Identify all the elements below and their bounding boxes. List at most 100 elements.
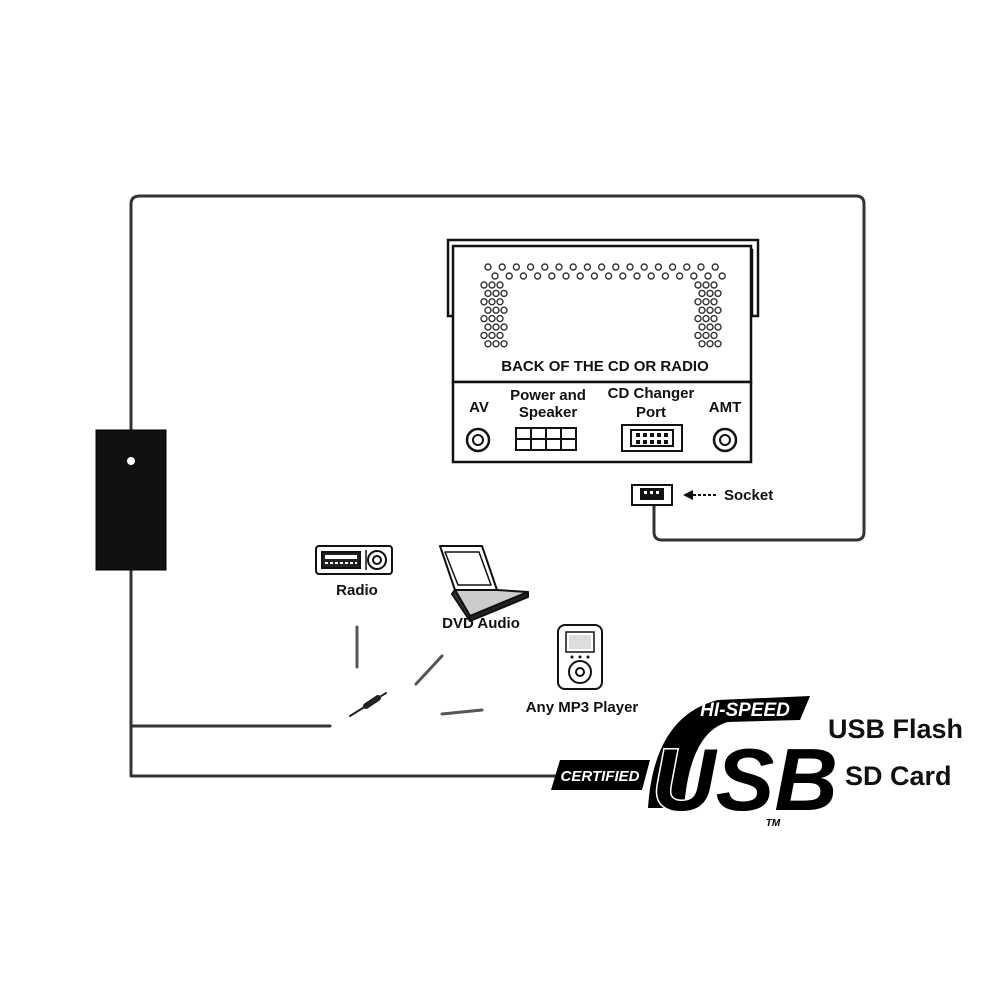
- vent-hole: [480, 331, 488, 340]
- vent-hole: [500, 289, 508, 298]
- cable-adapter-to-aux: [129, 568, 332, 728]
- vent-hole: [590, 272, 599, 280]
- usb-logo-certified: CERTIFIED: [561, 768, 640, 785]
- vent-hole: [484, 323, 492, 331]
- vent-hole: [492, 289, 500, 298]
- cable-adapter-to-socket: [129, 194, 866, 542]
- radio-icon: [315, 545, 393, 575]
- vent-hole: [704, 272, 712, 280]
- vent-hole: [710, 331, 718, 340]
- vent-hole: [488, 298, 496, 306]
- vent-hole: [668, 263, 677, 271]
- vent-hole: [626, 263, 634, 271]
- vent-hole: [512, 263, 521, 271]
- power-speaker-label-line2: Speaker: [519, 404, 578, 421]
- usb-logo-swoosh: [648, 696, 810, 808]
- vent-hole: [698, 306, 706, 314]
- vent-hole: [619, 272, 627, 280]
- vent-hole: [500, 323, 508, 331]
- vent-hole: [640, 263, 648, 271]
- vent-hole: [654, 263, 663, 271]
- sd-card-label: SD Card: [845, 761, 952, 791]
- vent-hole: [555, 263, 563, 271]
- vent-hole: [562, 272, 570, 280]
- dvd-audio-label: DVD Audio: [442, 615, 520, 632]
- usb-logo-hi-speed: HI-SPEED: [700, 700, 790, 721]
- usb-flash-label: USB Flash: [828, 714, 963, 744]
- usb-hi-speed-logo: HI-SPEED CERTIFIED USB TM: [551, 696, 839, 831]
- cables: [129, 194, 866, 778]
- vent-hole: [710, 298, 718, 306]
- vent-hole: [492, 323, 500, 331]
- vent-hole: [702, 314, 710, 323]
- vent-hole: [548, 272, 556, 280]
- vent-hole: [661, 272, 670, 280]
- vent-hole: [480, 314, 488, 323]
- cd-changer-label-line1: CD Changer: [608, 385, 695, 402]
- vent-hole: [533, 272, 542, 280]
- vent-hole: [496, 314, 504, 323]
- vent-hole: [492, 340, 500, 348]
- power-speaker-label-line1: Power and: [510, 387, 586, 404]
- cd-changer-label-line2: Port: [636, 404, 666, 421]
- av-port: [465, 427, 491, 453]
- head-unit-label: BACK OF THE CD OR RADIO: [501, 358, 709, 375]
- socket-label: Socket: [724, 487, 773, 504]
- vent-hole: [675, 272, 684, 280]
- vent-hole: [491, 272, 499, 280]
- vent-hole: [694, 281, 702, 289]
- vent-hole: [519, 272, 528, 280]
- vent-hole: [484, 289, 492, 298]
- vent-hole: [480, 298, 488, 306]
- vent-hole: [500, 306, 508, 314]
- laptop-icon: [439, 545, 529, 622]
- vent-hole: [710, 314, 718, 323]
- vent-hole: [706, 306, 714, 314]
- vent-hole: [612, 263, 620, 271]
- adapter-led: [127, 457, 135, 465]
- vent-hole: [583, 263, 592, 271]
- vent-hole: [604, 272, 613, 280]
- vent-hole: [714, 306, 722, 314]
- vent-hole: [492, 306, 500, 314]
- vent-hole: [488, 314, 496, 323]
- cd-changer-port-connector: [621, 424, 683, 452]
- aux-connection-strokes: [355, 625, 484, 716]
- power-speaker-connector: [515, 427, 577, 451]
- mp3-player-label: Any MP3 Player: [526, 699, 639, 716]
- vent-hole: [496, 281, 504, 289]
- vent-holes: [480, 263, 726, 348]
- vent-hole: [597, 263, 606, 271]
- amt-label: AMT: [709, 399, 742, 416]
- vent-hole: [496, 331, 504, 340]
- vent-hole: [484, 306, 492, 314]
- vent-hole: [576, 272, 584, 280]
- vent-hole: [697, 263, 705, 271]
- vent-hole: [694, 298, 702, 306]
- vent-hole: [488, 331, 496, 340]
- vent-hole: [498, 263, 506, 271]
- vent-hole: [711, 263, 719, 271]
- head-unit-back: [446, 238, 760, 464]
- mp3-player-icon: [557, 624, 603, 690]
- socket-arrow-icon: [683, 490, 716, 500]
- usb-adapter-box: [95, 429, 167, 571]
- vent-hole: [647, 272, 655, 280]
- vent-hole: [505, 272, 513, 280]
- vent-hole: [526, 263, 535, 271]
- vent-hole: [484, 263, 492, 271]
- socket-connector: [631, 484, 673, 506]
- vent-hole: [698, 323, 706, 331]
- vent-hole: [480, 281, 488, 289]
- vent-hole: [706, 323, 714, 331]
- vent-hole: [694, 331, 702, 340]
- vent-hole: [683, 263, 691, 271]
- vent-hole: [698, 340, 706, 348]
- vent-hole: [714, 323, 722, 331]
- radio-label: Radio: [336, 582, 378, 599]
- vent-hole: [714, 289, 722, 298]
- vent-hole: [702, 331, 710, 340]
- vent-hole: [484, 340, 492, 348]
- vent-hole: [714, 340, 722, 348]
